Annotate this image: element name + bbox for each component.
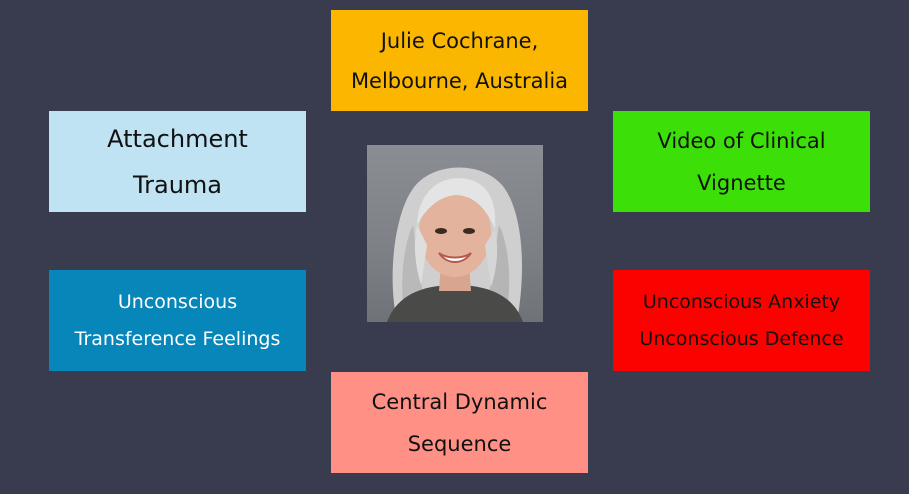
node-left-bottom-line-2: Transference Feelings [74, 327, 281, 350]
node-right-top: Video of Clinical Vignette [613, 111, 870, 212]
node-top: Julie Cochrane, Melbourne, Australia [331, 10, 588, 111]
node-bottom-line-1: Central Dynamic [371, 389, 548, 414]
node-left-bottom-line-1: Unconscious [117, 290, 238, 313]
node-right-bottom-line-1: Unconscious Anxiety [642, 290, 841, 313]
node-left-bottom: Unconscious Transference Feelings [49, 270, 306, 371]
node-right-top-line-1: Video of Clinical [657, 128, 826, 153]
node-right-top-line-2: Vignette [697, 170, 786, 195]
node-left-top-line-1: Attachment [107, 124, 248, 153]
node-top-line-2: Melbourne, Australia [350, 68, 569, 93]
portrait-photo [367, 145, 543, 322]
node-right-bottom: Unconscious Anxiety Unconscious Defence [613, 270, 870, 371]
node-bottom-line-2: Sequence [407, 431, 512, 456]
node-top-line-1: Julie Cochrane, [380, 28, 539, 53]
node-left-top: Attachment Trauma [49, 111, 306, 212]
node-right-bottom-line-2: Unconscious Defence [639, 327, 844, 350]
portrait-icon [387, 167, 523, 322]
node-left-top-line-2: Trauma [132, 170, 222, 199]
node-bottom: Central Dynamic Sequence [331, 372, 588, 473]
